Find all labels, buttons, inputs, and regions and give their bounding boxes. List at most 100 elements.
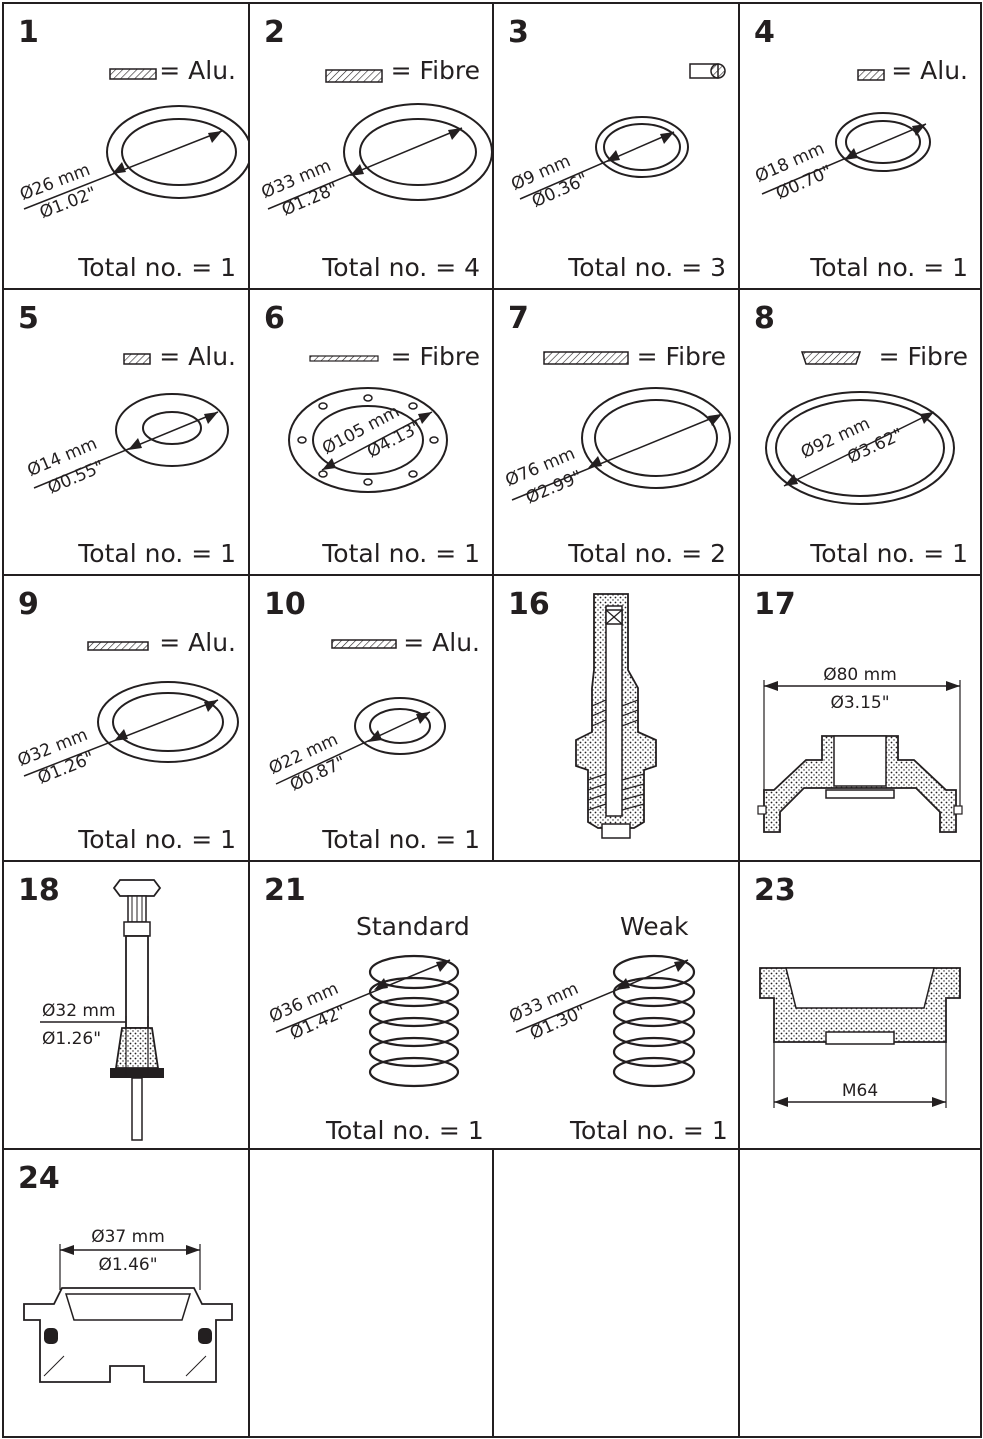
material-label: = Fibre <box>636 342 726 371</box>
part-number: 16 <box>508 587 550 622</box>
material-swatch <box>87 641 149 651</box>
total-count: Total no. = 2 <box>568 539 726 568</box>
material-label: = Fibre <box>878 342 968 371</box>
valve-seat <box>601 823 631 839</box>
part-number: 8 <box>754 301 775 336</box>
part-number: 1 <box>18 15 39 50</box>
gasket-inner <box>775 399 945 497</box>
dim-mm: Ø80 mm <box>823 665 897 685</box>
material-label: = Alu. <box>159 628 236 657</box>
gasket-inner <box>594 399 718 477</box>
part-number: 23 <box>754 873 796 908</box>
dimension-line <box>519 131 675 200</box>
material-swatch <box>123 353 151 365</box>
seat-insert-bore <box>64 1293 192 1321</box>
valve-insert-drawing <box>575 593 657 839</box>
thread-lines <box>587 699 645 811</box>
arrowhead <box>448 128 462 140</box>
arrowhead <box>920 412 934 424</box>
material-swatch <box>800 351 862 365</box>
o-ring-section-circle <box>710 63 726 79</box>
material-swatch <box>543 351 629 365</box>
part-number: 7 <box>508 301 529 336</box>
arrowhead <box>764 681 778 691</box>
material-label: = Fibre <box>390 56 480 85</box>
dim-mm: Ø32 mm <box>42 1001 116 1021</box>
spring-standard <box>368 954 460 1088</box>
arrowhead <box>322 458 336 470</box>
arrowhead <box>128 438 142 450</box>
o-ring-inner <box>603 123 681 171</box>
dimension-line <box>511 413 723 501</box>
arrowhead <box>912 124 926 136</box>
seat-bore <box>785 967 935 1009</box>
part-number: 5 <box>18 301 39 336</box>
dim-mm: Ø37 mm <box>91 1227 165 1247</box>
dimension-line <box>515 959 689 1033</box>
arrowhead <box>660 132 674 144</box>
total-count: Total no. = 1 <box>810 539 968 568</box>
part-number: 24 <box>18 1161 60 1196</box>
spring-weak-label: Weak <box>620 912 689 941</box>
bonnet-drawing: Ø80 mm Ø3.15" <box>757 665 963 833</box>
dimension-line <box>783 411 935 487</box>
part-number: 21 <box>264 873 306 908</box>
arrowhead <box>606 150 620 162</box>
arrowhead <box>588 456 602 468</box>
arrowhead <box>708 414 722 426</box>
total-count: Total no. = 1 <box>322 825 480 854</box>
bonnet-recess <box>825 789 895 799</box>
material-swatch <box>325 69 383 83</box>
spindle-packing <box>114 1027 160 1069</box>
part-number: 4 <box>754 15 775 50</box>
arrowhead <box>844 148 858 160</box>
total-count-standard: Total no. = 1 <box>326 1116 484 1145</box>
part-number: 9 <box>18 587 39 622</box>
part-number: 2 <box>264 15 285 50</box>
spindle-cap <box>112 879 162 897</box>
o-ring-right <box>198 1328 212 1344</box>
total-count: Total no. = 1 <box>322 539 480 568</box>
o-ring-left <box>44 1328 58 1344</box>
spindle-nut <box>110 1068 164 1078</box>
total-count: Total no. = 4 <box>322 253 480 282</box>
material-label: = Alu. <box>159 56 236 85</box>
part-cell-23: 23 M64 <box>738 860 982 1150</box>
material-label: = Fibre <box>390 342 480 371</box>
dimension-line <box>275 711 431 785</box>
seat-drawing: M64 <box>759 967 961 1108</box>
arrowhead <box>418 412 432 424</box>
total-count: Total no. = 1 <box>78 539 236 568</box>
gasket-outer <box>97 681 239 763</box>
valve-stem <box>605 605 623 817</box>
gasket-inner <box>312 405 424 475</box>
washer-inner <box>369 708 431 744</box>
material-label: = Alu. <box>403 628 480 657</box>
part-number: 18 <box>18 873 60 908</box>
part-number: 3 <box>508 15 529 50</box>
arrowhead <box>204 700 218 712</box>
dim-inch: Ø1.26" <box>42 1029 101 1049</box>
gasket-inner <box>121 118 237 186</box>
dimension-line <box>275 959 451 1033</box>
part-cell-24: 24 Ø37 mm Ø1.46" <box>2 1148 250 1438</box>
material-swatch <box>109 68 157 80</box>
gasket-outer <box>343 103 492 201</box>
washer-outer <box>115 393 229 467</box>
material-label: = Alu. <box>891 56 968 85</box>
